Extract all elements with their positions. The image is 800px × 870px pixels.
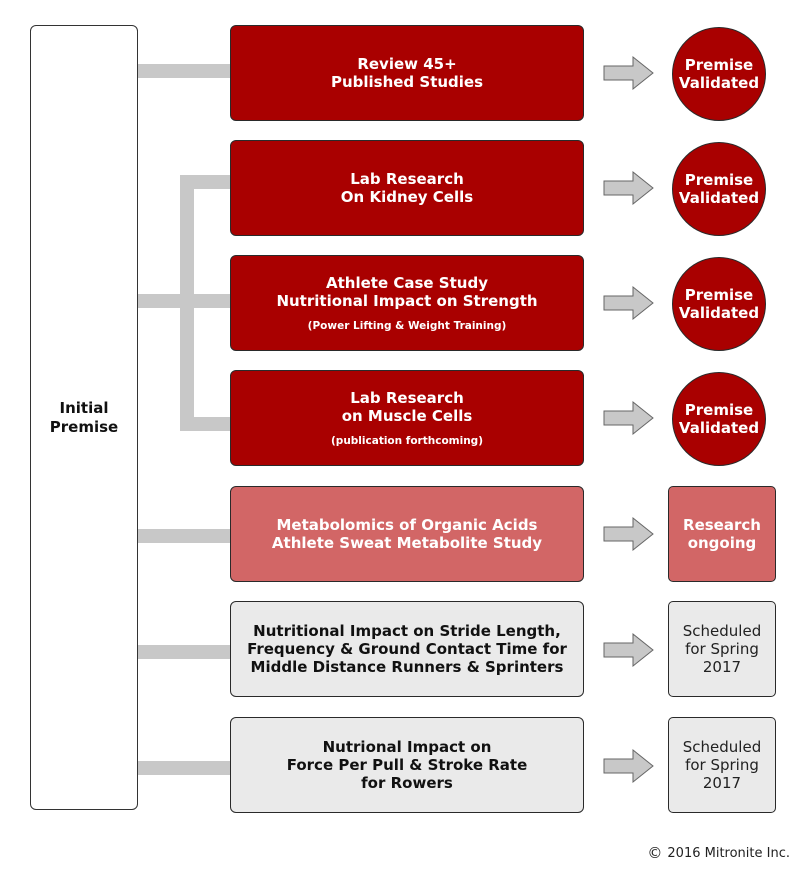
outcome-label: Scheduled for Spring 2017 [682, 738, 762, 792]
study-title: Metabolomics of Organic Acids Athlete Sw… [271, 516, 543, 552]
study-title: Lab Research on Muscle Cells [341, 388, 473, 425]
study-box-metabolomics: Metabolomics of Organic Acids Athlete Sw… [230, 486, 584, 582]
connector-bracket-bottom [180, 417, 232, 431]
connector-bracket-top [180, 175, 232, 189]
outcome-label: Premise Validated [678, 286, 760, 322]
study-title: Nutritional Impact on Stride Length, Fre… [247, 622, 567, 676]
study-title: Nutrional Impact on Force Per Pull & Str… [286, 738, 528, 792]
copyright-notice: © 2016 Mitronite Inc. [610, 843, 790, 863]
study-title: Review 45+ Published Studies [330, 55, 484, 91]
connector-1 [138, 64, 232, 78]
arrow-right-icon [603, 170, 654, 206]
outcome-label: Premise Validated [678, 56, 760, 92]
study-box-runners: Nutritional Impact on Stride Length, Fre… [230, 601, 584, 697]
initial-premise-box: Initial Premise [30, 25, 138, 810]
study-box-published-studies: Review 45+ Published Studies [230, 25, 584, 121]
connector-6 [138, 645, 232, 659]
study-subtitle: (publication forthcoming) [331, 434, 483, 447]
arrow-right-icon [603, 748, 654, 784]
connector-premise-to-bracket [138, 294, 232, 308]
outcome-premise-validated: Premise Validated [672, 27, 766, 121]
copyright-text: 2016 Mitronite Inc. [667, 845, 790, 861]
study-title: Athlete Case Study Nutritional Impact on… [276, 273, 538, 310]
connector-7 [138, 761, 232, 775]
outcome-label: Premise Validated [678, 401, 760, 437]
study-subtitle: (Power Lifting & Weight Training) [307, 319, 507, 332]
initial-premise-label: Initial Premise [49, 398, 119, 436]
outcome-scheduled: Scheduled for Spring 2017 [668, 601, 776, 697]
study-box-kidney-cells: Lab Research On Kidney Cells [230, 140, 584, 236]
outcome-premise-validated: Premise Validated [672, 372, 766, 466]
outcome-label: Research ongoing [683, 516, 761, 552]
study-box-muscle-cells: Lab Research on Muscle Cells (publicatio… [230, 370, 584, 466]
outcome-scheduled: Scheduled for Spring 2017 [668, 717, 776, 813]
arrow-right-icon [603, 400, 654, 436]
study-box-rowers: Nutrional Impact on Force Per Pull & Str… [230, 717, 584, 813]
outcome-label: Scheduled for Spring 2017 [682, 622, 762, 676]
outcome-research-ongoing: Research ongoing [668, 486, 776, 582]
connector-5 [138, 529, 232, 543]
arrow-right-icon [603, 516, 654, 552]
copyright-icon: © [647, 844, 663, 862]
study-box-athlete-strength: Athlete Case Study Nutritional Impact on… [230, 255, 584, 351]
outcome-label: Premise Validated [678, 171, 760, 207]
arrow-right-icon [603, 285, 654, 321]
study-title: Lab Research On Kidney Cells [340, 170, 474, 206]
arrow-right-icon [603, 632, 654, 668]
outcome-premise-validated: Premise Validated [672, 257, 766, 351]
arrow-right-icon [603, 55, 654, 91]
outcome-premise-validated: Premise Validated [672, 142, 766, 236]
